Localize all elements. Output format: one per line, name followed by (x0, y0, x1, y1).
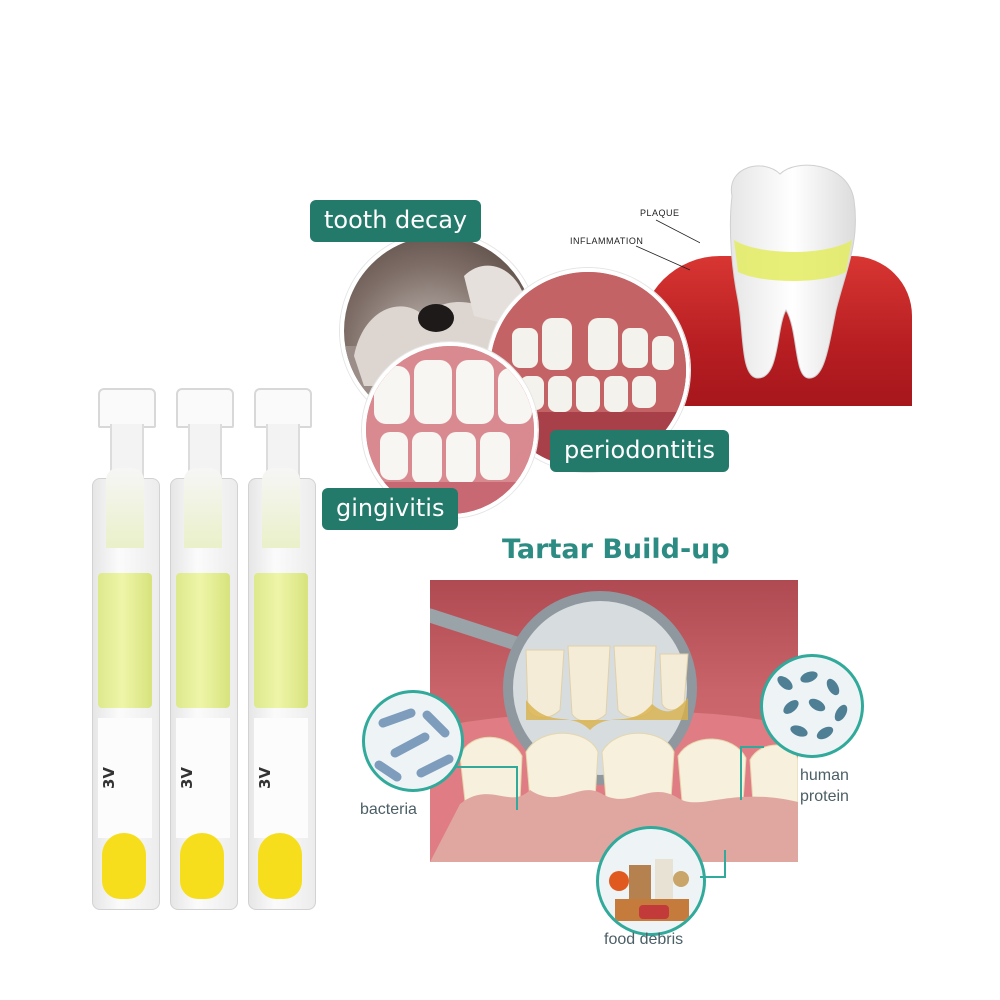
protein-icon (760, 654, 864, 758)
food-debris-label: food debris (604, 931, 684, 948)
tartar-illustration (430, 580, 798, 862)
plaque-label: PLAQUE (640, 208, 680, 218)
ampoule-vial: 3V (244, 388, 318, 910)
bacteria-label: bacteria (360, 801, 417, 818)
vial-liquid (98, 573, 152, 708)
food-debris-icon (596, 826, 706, 936)
pointer-lines (635, 219, 700, 271)
human-protein-label: human protein (800, 767, 849, 805)
vial-label: 3V (178, 766, 196, 790)
ampoule-vials: 3V 3V 3V (88, 388, 318, 910)
inflammation-label: INFLAMMATION (570, 236, 644, 246)
vial-label: 3V (100, 766, 118, 790)
ampoule-vial: 3V (88, 388, 162, 910)
vial-tip (102, 833, 146, 899)
vial-tip (180, 833, 224, 899)
vial-tip (258, 833, 302, 899)
vial-liquid (254, 573, 308, 708)
ampoule-vial: 3V (166, 388, 240, 910)
vial-liquid (176, 573, 230, 708)
bacteria-icon (362, 690, 464, 792)
tartar-title: Tartar Build-up (502, 534, 730, 565)
vial-label: 3V (256, 766, 274, 790)
periodontitis-tag: periodontitis (550, 430, 730, 472)
gingivitis-tag: gingivitis (322, 488, 459, 530)
tooth-decay-tag: tooth decay (310, 200, 482, 242)
molar-tooth-icon (729, 164, 856, 379)
